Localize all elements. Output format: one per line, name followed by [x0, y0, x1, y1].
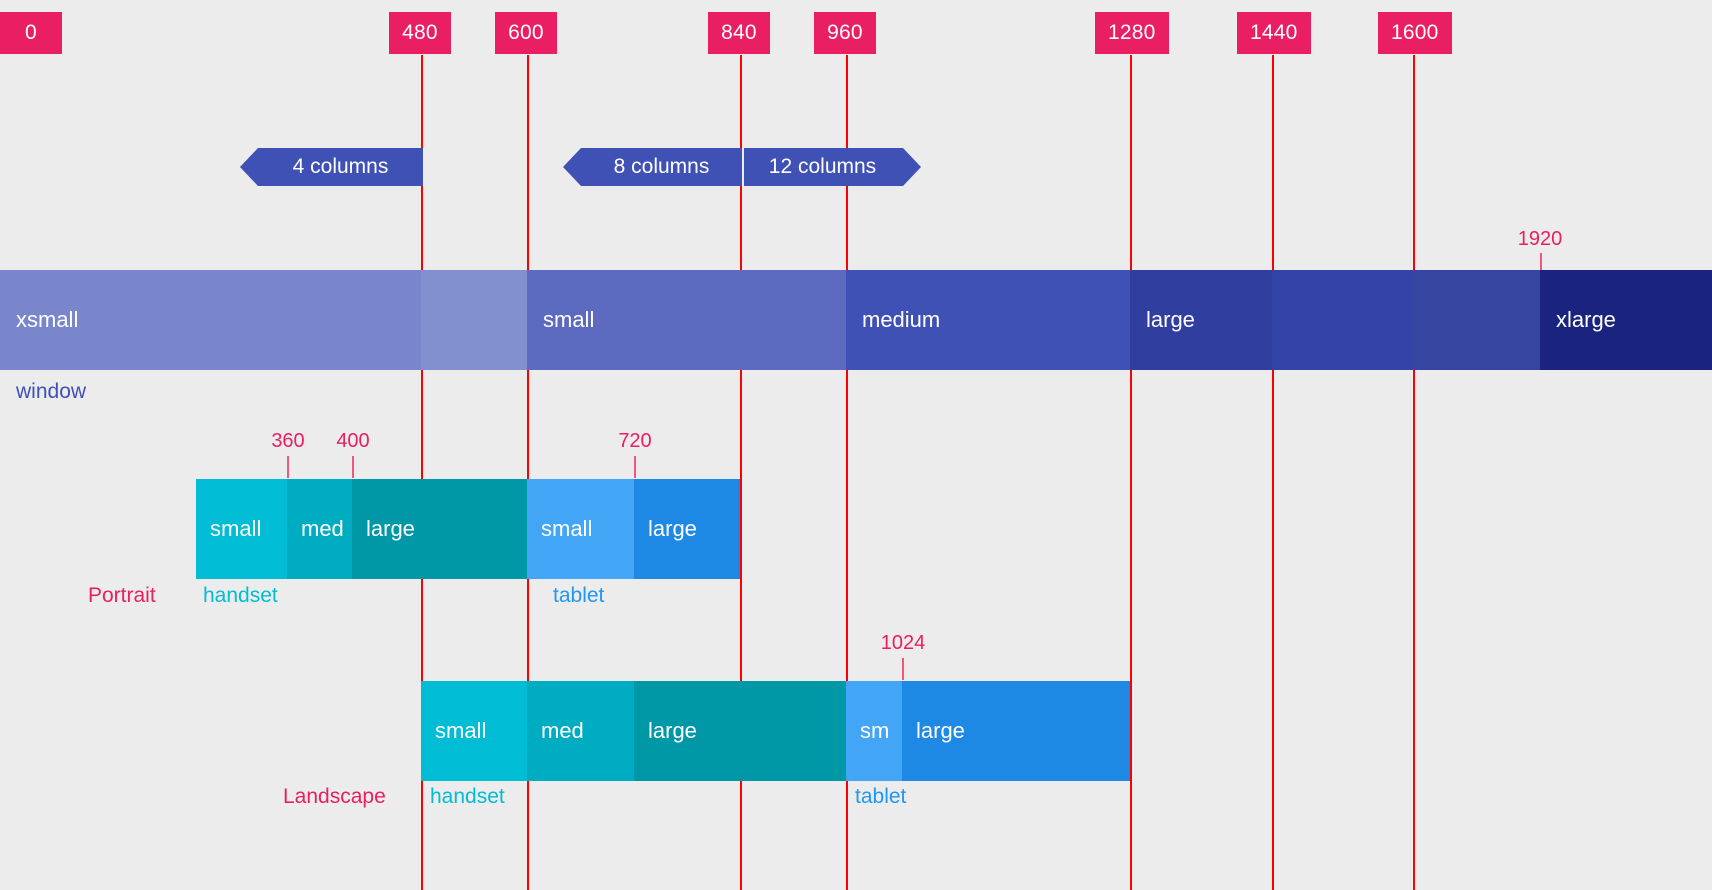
- portrait-handset-caption: handset: [203, 584, 278, 607]
- breakpoint-chip-value: 1440: [1250, 21, 1298, 44]
- breakpoint-rule-1600: [1413, 55, 1415, 890]
- portrait-orientation-label: Portrait: [88, 584, 156, 607]
- landscape-orientation-label: Landscape: [283, 785, 386, 808]
- segment-label: large: [366, 516, 415, 541]
- portrait-tablet-segment-large[interactable]: large: [634, 479, 740, 579]
- columns-segment-8: 8 columns: [581, 148, 742, 186]
- breakpoint-chip-0[interactable]: 0: [0, 12, 62, 54]
- breakpoint-chip-480[interactable]: 480: [389, 12, 451, 54]
- tick-value: 400: [336, 430, 370, 452]
- tick-rule-1024: [902, 658, 904, 680]
- segment-label: large: [648, 516, 697, 541]
- window-segment-medium[interactable]: medium: [846, 270, 1130, 370]
- landscape-tablet-segment-sm[interactable]: sm: [846, 681, 902, 781]
- chevron-left-icon: [240, 148, 258, 186]
- portrait-handset-segment-med[interactable]: med: [287, 479, 352, 579]
- window-segment-xlarge[interactable]: xlarge: [1540, 270, 1712, 370]
- window-segment-label: xlarge: [1556, 307, 1616, 332]
- tick-value: 1024: [880, 632, 926, 654]
- tick-rule-1920: [1540, 253, 1542, 271]
- columns-label: 8 columns: [613, 155, 710, 178]
- breakpoint-chip-1600[interactable]: 1600: [1378, 12, 1452, 54]
- chevron-right-icon: [903, 148, 921, 186]
- columns-label: 4 columns: [292, 155, 389, 178]
- breakpoint-chip-value: 840: [721, 21, 757, 44]
- segment-label: med: [541, 718, 584, 743]
- columns-band-4[interactable]: 4 columns: [240, 148, 423, 186]
- tick-rule-360: [287, 456, 289, 478]
- breakpoint-rule-600: [527, 55, 529, 890]
- tick-label-720: 720: [618, 430, 651, 453]
- segment-label: small: [435, 718, 487, 743]
- breakpoint-chip-value: 1280: [1108, 21, 1156, 44]
- breakpoint-rule-960: [846, 55, 848, 890]
- window-caption: window: [16, 380, 87, 403]
- segment-label: sm: [860, 718, 890, 743]
- landscape-tablet-caption: tablet: [855, 785, 907, 808]
- breakpoint-chip-840[interactable]: 840: [708, 12, 770, 54]
- landscape-handset-segment-large[interactable]: large: [634, 681, 846, 781]
- free-marker-value: 1920: [1517, 228, 1563, 250]
- window-segment-label: large: [1146, 307, 1195, 332]
- breakpoint-chip-value: 0: [25, 21, 37, 44]
- portrait-handset-bar: small med large: [196, 479, 527, 579]
- breakpoint-chip-1280[interactable]: 1280: [1095, 12, 1169, 54]
- breakpoint-chip-value: 1600: [1391, 21, 1439, 44]
- chevron-left-icon: [563, 148, 581, 186]
- portrait-tablet-bar: small large: [527, 479, 740, 579]
- window-segment-large[interactable]: large: [1130, 270, 1272, 370]
- columns-band-8-12[interactable]: 8 columns 12 columns: [563, 148, 921, 186]
- segment-label: large: [916, 718, 965, 743]
- landscape-tablet-bar: sm large: [846, 681, 1130, 781]
- breakpoint-chip-value: 480: [402, 21, 438, 44]
- landscape-tablet-segment-large[interactable]: large: [902, 681, 1130, 781]
- columns-segment-4: 4 columns: [258, 148, 423, 186]
- segment-label: large: [648, 718, 697, 743]
- portrait-tablet-segment-small[interactable]: small: [527, 479, 634, 579]
- landscape-handset-bar: small med large: [421, 681, 846, 781]
- landscape-handset-caption: handset: [430, 785, 505, 808]
- window-segment-label: small: [543, 307, 595, 332]
- breakpoint-chip-value: 600: [508, 21, 544, 44]
- breakpoint-rule-1440: [1272, 55, 1274, 890]
- segment-label: small: [210, 516, 262, 541]
- columns-segment-12: 12 columns: [742, 148, 901, 186]
- breakpoint-rule-480: [421, 55, 423, 890]
- free-marker-1920: 1920: [1518, 228, 1563, 251]
- window-segment-xsmall-ext[interactable]: [421, 270, 527, 370]
- tick-rule-720: [634, 456, 636, 478]
- window-segment-large-ext2[interactable]: [1413, 270, 1540, 370]
- tick-label-400: 400: [336, 430, 369, 453]
- landscape-handset-segment-med[interactable]: med: [527, 681, 634, 781]
- tick-label-360: 360: [271, 430, 304, 453]
- segment-label: med: [301, 516, 344, 541]
- portrait-handset-segment-large[interactable]: large: [352, 479, 527, 579]
- portrait-tablet-caption: tablet: [553, 584, 605, 607]
- breakpoint-chip-1440[interactable]: 1440: [1237, 12, 1311, 54]
- tick-value: 360: [271, 430, 305, 452]
- window-size-band: xsmall small medium large xlarge: [0, 270, 1712, 370]
- window-segment-xsmall[interactable]: xsmall: [0, 270, 421, 370]
- window-segment-label: medium: [862, 307, 941, 332]
- window-segment-label: xsmall: [16, 307, 79, 332]
- breakpoint-rule-1280: [1130, 55, 1132, 890]
- tick-value: 720: [618, 430, 652, 452]
- portrait-handset-segment-small[interactable]: small: [196, 479, 287, 579]
- breakpoint-chip-600[interactable]: 600: [495, 12, 557, 54]
- breakpoint-chip-960[interactable]: 960: [814, 12, 876, 54]
- columns-label: 12 columns: [768, 155, 877, 178]
- landscape-handset-segment-small[interactable]: small: [421, 681, 527, 781]
- breakpoint-chip-value: 960: [827, 21, 863, 44]
- window-segment-small[interactable]: small: [527, 270, 740, 370]
- tick-label-1024: 1024: [881, 632, 926, 655]
- segment-label: small: [541, 516, 593, 541]
- window-segment-small-ext[interactable]: [740, 270, 846, 370]
- breakpoint-rule-840: [740, 55, 742, 890]
- window-segment-large-ext1[interactable]: [1272, 270, 1413, 370]
- tick-rule-400: [352, 456, 354, 478]
